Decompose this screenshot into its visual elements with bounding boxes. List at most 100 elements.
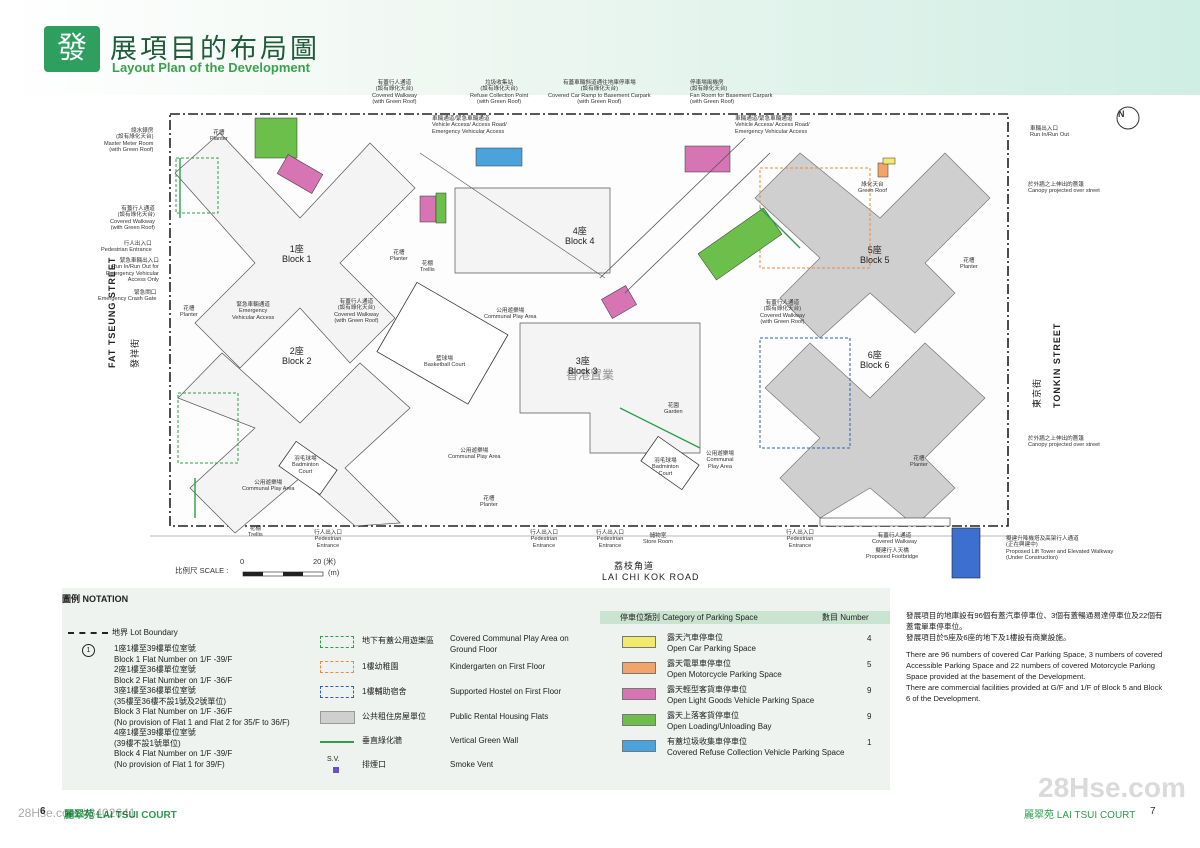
label-pedestrian-entrance-west: 行人出入口 Pedestrian Entrance bbox=[101, 241, 152, 254]
flat-number-line: 4座1樓至39樓單位室號 bbox=[114, 728, 196, 737]
label-communal-play-area-1: 公用遊樂場 Communal Play Area bbox=[242, 480, 295, 493]
label-covered-walkway-east: 有蓋行人通道 (設有綠化天台) Covered Walkway (with Gr… bbox=[760, 300, 805, 326]
page-number-left: 6 bbox=[40, 806, 46, 817]
legend-en: Supported Hostel on First Floor bbox=[450, 687, 562, 696]
legend-en: Vertical Green Wall bbox=[450, 736, 519, 745]
parking-count: 4 bbox=[867, 634, 872, 643]
legend-en: Public Rental Housing Flats bbox=[450, 712, 549, 721]
lot-boundary-label: 地界 Lot Boundary bbox=[112, 628, 178, 637]
legend-kindergarten-swatch bbox=[320, 661, 354, 673]
development-note: 發展項目的地庫設有96個有蓋汽車停車位、3個有蓋暢通易達停車位及22個有蓋電單車… bbox=[906, 610, 1166, 704]
page-number-right: 7 bbox=[1150, 806, 1156, 817]
label-pedestrian-entrance-s4: 行人出入口 Pedestrian Entrance bbox=[786, 530, 814, 549]
parking-swatch-car bbox=[622, 636, 656, 648]
parking-head-number: 數目 Number bbox=[822, 613, 869, 622]
label-communal-play-area-3: 公用遊樂場 Communal Play Area bbox=[484, 308, 537, 321]
flat-number-symbol-icon: 1 bbox=[82, 644, 95, 657]
label-badminton-1: 羽毛球場 Badminton Court bbox=[292, 456, 319, 475]
scale-label: 比例尺 SCALE : bbox=[175, 566, 229, 575]
page-title-en: Layout Plan of the Development bbox=[112, 60, 310, 75]
label-fan-room: 停車場風機房 (設有綠化天台) Fan Room for Basement Ca… bbox=[690, 80, 773, 106]
north-arrow-icon: N bbox=[1118, 109, 1125, 119]
label-pedestrian-entrance-s3: 行人出入口 Pedestrian Entrance bbox=[596, 530, 624, 549]
flat-number-line: 3座1樓至36樓單位室號 bbox=[114, 686, 196, 695]
label-covered-walkway-top: 有蓋行人通道 (設有綠化天台) Covered Walkway (with Gr… bbox=[372, 80, 417, 106]
legend-zh: 公共租住房屋單位 bbox=[362, 712, 426, 721]
street-south-zh: 荔枝角道 bbox=[614, 561, 655, 571]
flat-number-line: Block 3 Flat Number on 1/F -36/F bbox=[114, 707, 233, 716]
parking-count: 5 bbox=[867, 660, 872, 669]
development-note-zh: 發展項目的地庫設有96個有蓋汽車停車位、3個有蓋暢通易達停車位及22個有蓋電單車… bbox=[906, 611, 1163, 642]
label-planter: 花槽 Planter bbox=[390, 250, 408, 263]
label-badminton-2: 羽毛球場 Badminton Court bbox=[652, 458, 679, 477]
parking-swatch-lgv bbox=[622, 688, 656, 700]
footer-name-left: 麗翠苑 LAI TSUI COURT bbox=[64, 810, 177, 821]
header-band bbox=[0, 0, 1200, 95]
legend-zh: 地下有蓋公用遊樂區 bbox=[362, 636, 434, 645]
label-covered-walkway-south: 有蓋行人通道 Covered Walkway bbox=[872, 533, 917, 546]
parking-table-header bbox=[600, 611, 890, 624]
label-garden: 花園 Garden bbox=[664, 403, 683, 416]
label-pedestrian-entrance-s1: 行人出入口 Pedestrian Entrance bbox=[314, 530, 342, 549]
legend-zh: 1樓幼稚園 bbox=[362, 662, 399, 671]
watermark-right: 28Hse.com bbox=[1038, 772, 1186, 803]
smoke-vent-icon bbox=[333, 767, 339, 773]
flat-number-line: (No provision of Flat 1 for 39/F) bbox=[114, 759, 225, 769]
parking-count: 9 bbox=[867, 686, 872, 695]
label-eva: 緊急車輛通道 Emergency Vehicular Access bbox=[232, 302, 275, 321]
flat-number-line: Block 2 Flat Number on 1/F -36/F bbox=[114, 675, 233, 685]
legend-en: Smoke Vent bbox=[450, 760, 494, 769]
flat-number-line: Block 4 Flat Number on 1/F -39/F bbox=[114, 749, 233, 758]
legend-smoke-vent-code: S.V. bbox=[327, 756, 340, 763]
label-vehicle-access-1: 車輛通道/緊急車輛通道 Vehicle Access/ Access Road/… bbox=[432, 116, 507, 135]
label-trellis: 花棚 Trellis bbox=[248, 526, 263, 539]
legend-en: Covered Communal Play Area on Ground Flo… bbox=[450, 634, 569, 654]
label-planter: 花槽 Planter bbox=[180, 306, 198, 319]
street-east-zh: 東京街 bbox=[1032, 377, 1042, 408]
label-crash-gate: 緊急閘口 Emergency Crash Gate bbox=[98, 290, 157, 303]
legend-zh: 1樓輔助宿舍 bbox=[362, 687, 407, 696]
label-trellis: 花棚 Trellis bbox=[420, 261, 435, 274]
street-south-en: LAI CHI KOK ROAD bbox=[602, 572, 700, 582]
label-run-in-out: 車輛出入口 Run In/Run Out bbox=[1030, 126, 1069, 139]
scale-twenty: 20 (米) bbox=[313, 557, 336, 566]
page-title-zh: 展項目的布局圖 bbox=[110, 34, 320, 65]
title-logo-icon: 發 bbox=[44, 26, 100, 72]
label-canopy-1: 於外牆之上伸出的簷篷 Canopy projected over street bbox=[1028, 182, 1100, 195]
street-east-en: TONKIN STREET bbox=[1052, 322, 1062, 408]
label-store-room: 儲物室 Store Room bbox=[643, 533, 673, 546]
flat-number-line: (No provision of Flat 1 and Flat 2 for 3… bbox=[114, 717, 290, 727]
flat-number-line: 2座1樓至36樓單位室號 bbox=[114, 665, 196, 674]
scale-unit: (m) bbox=[328, 568, 340, 577]
legend-en: Kindergarten on First Floor bbox=[450, 662, 546, 671]
label-refuse-collection: 垃圾收集站 (設有綠化天台) Refuse Collection Point (… bbox=[470, 80, 529, 106]
legend-covered-play-area-swatch bbox=[320, 636, 354, 648]
legend-public-rental-swatch bbox=[320, 711, 355, 724]
label-car-ramp: 有蓋車輛斜道通往地庫停車場 (設有綠化天台) Covered Car Ramp … bbox=[548, 80, 651, 106]
legend-zh: 垂直綠化牆 bbox=[362, 736, 402, 745]
label-covered-walkway-west: 有蓋行人通道 (設有綠化天台) Covered Walkway (with Gr… bbox=[110, 206, 155, 232]
label-planter: 花槽 Planter bbox=[480, 496, 498, 509]
flat-number-line: 1座1樓至39樓單位室號 bbox=[114, 644, 196, 653]
label-meter-room: 總水錶房 (設有綠化天台) Master Meter Room (with Gr… bbox=[104, 128, 154, 154]
parking-swatch-refuse bbox=[622, 740, 656, 752]
parking-head-category: 停車位類別 Category of Parking Space bbox=[620, 613, 758, 622]
lot-boundary-line-icon bbox=[68, 632, 108, 634]
label-canopy-2: 於外牆之上伸出的簷篷 Canopy projected over street bbox=[1028, 436, 1100, 449]
flat-number-list: 1座1樓至39樓單位室號 Block 1 Flat Number on 1/F … bbox=[114, 644, 290, 770]
parking-swatch-motorcycle bbox=[622, 662, 656, 674]
watermark-zh: 香港置業 bbox=[566, 368, 615, 382]
legend-green-wall-swatch bbox=[320, 741, 354, 743]
legend-zh: 排煙口 bbox=[362, 760, 386, 769]
